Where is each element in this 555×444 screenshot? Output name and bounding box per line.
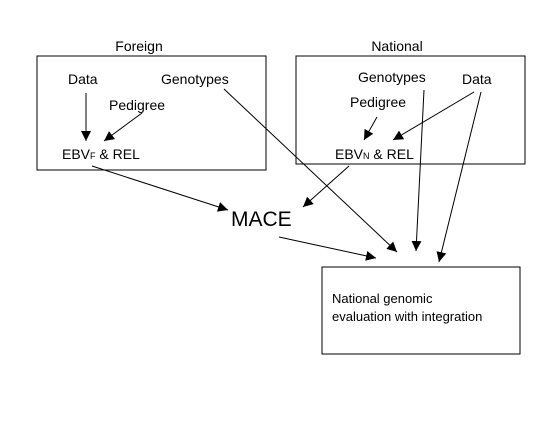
national-genotypes-label: Genotypes xyxy=(358,69,426,85)
arrow-national-genotypes-to-result xyxy=(411,89,425,252)
arrow-national-ebv-to-mace xyxy=(302,165,350,208)
arrow-mace-to-result xyxy=(278,236,377,261)
result-line-1: National genomic xyxy=(332,291,433,306)
national-data-label: Data xyxy=(462,71,492,87)
result-line-2: evaluation with integration xyxy=(332,309,482,324)
national-pedigree-label: Pedigree xyxy=(350,94,406,110)
foreign-ebv-subscript: F xyxy=(90,151,96,161)
national-ebv-suffix: & REL xyxy=(370,146,415,162)
arrow-foreign-ebv-to-mace xyxy=(91,165,229,212)
foreign-box xyxy=(36,55,267,171)
mace-label: MACE xyxy=(231,208,292,231)
foreign-ebv-prefix: EBV xyxy=(62,146,91,162)
foreign-data-label: Data xyxy=(68,71,98,87)
foreign-genotypes-label: Genotypes xyxy=(161,71,229,87)
foreign-title: Foreign xyxy=(115,38,162,54)
arrow-national-data-to-result xyxy=(436,91,482,263)
arrow-foreign-genotypes-to-result xyxy=(223,88,398,253)
arrow-national-pedigree-to-ebv xyxy=(363,116,378,141)
result-box xyxy=(321,266,521,355)
national-ebv-subscript: N xyxy=(363,151,370,161)
national-title: National xyxy=(371,38,422,54)
national-ebv-label: EBVN & REL xyxy=(335,146,414,162)
foreign-ebv-suffix: & REL xyxy=(96,146,141,162)
arrow-national-data-to-ebv xyxy=(392,91,475,141)
arrow-foreign-pedigree-to-ebv xyxy=(103,112,143,142)
national-ebv-prefix: EBV xyxy=(335,146,364,162)
foreign-pedigree-label: Pedigree xyxy=(109,97,165,113)
national-box xyxy=(295,55,526,165)
foreign-ebv-label: EBVF & REL xyxy=(62,146,140,162)
